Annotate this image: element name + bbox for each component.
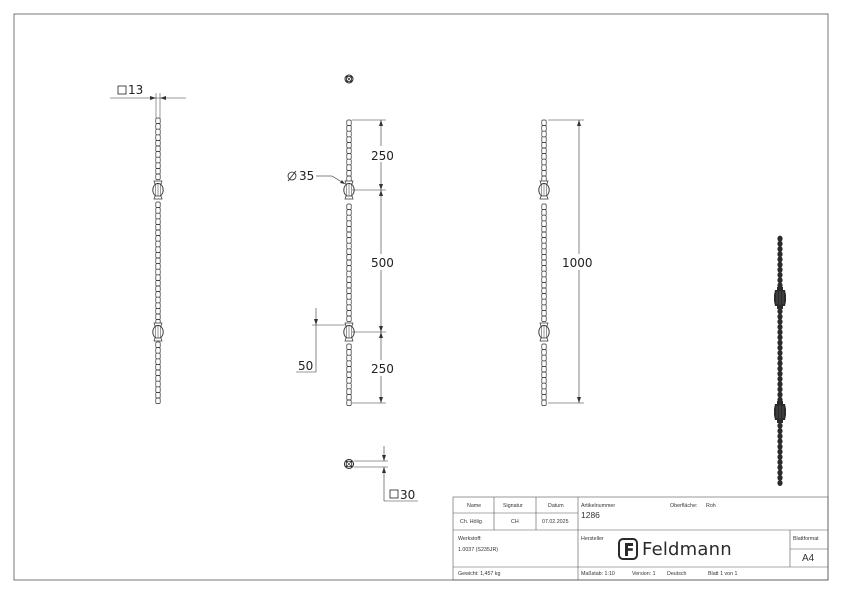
surface-value: Roh — [706, 503, 716, 509]
top-view-symbol — [344, 74, 354, 84]
signature-header: Signatur — [503, 503, 523, 509]
baluster-view-middle — [343, 119, 355, 406]
format-value: A4 — [802, 553, 815, 564]
dim-offset: 50 — [298, 359, 313, 373]
format-label: Blattformat — [793, 536, 819, 542]
dim-section-c: 250 — [371, 362, 394, 376]
version: Version: 1 — [632, 571, 656, 577]
signature-value: CH — [511, 519, 519, 525]
dimension-total-length: 1000 — [548, 119, 596, 404]
dimension-diameter: 35 — [287, 169, 346, 185]
dim-square-bottom: 30 — [400, 488, 415, 502]
surface-label: Oberfläche: — [670, 503, 698, 509]
dim-square-top: 13 — [128, 83, 143, 97]
dimension-chain-vertical: 250 500 250 — [352, 119, 397, 404]
feldmann-logo-icon — [618, 538, 638, 560]
weight: Gewicht: 1,457 kg — [458, 571, 501, 577]
scale: Maßstab: 1:10 — [581, 571, 615, 577]
baluster-view-right — [538, 119, 550, 406]
name-header: Name — [467, 503, 482, 509]
bottom-view-symbol: 30 — [344, 446, 418, 502]
baluster-3d-view — [773, 235, 787, 486]
article-value: 1286 — [581, 510, 600, 520]
dimension-square-13: 13 — [110, 83, 186, 118]
date-value: 07.02.2025 — [542, 519, 569, 525]
dimension-offset-50: 50 — [296, 308, 346, 373]
material-label: Werkstoff: — [458, 536, 482, 542]
language: Deutsch — [667, 571, 687, 577]
material-value: 1.0037 (S235JR) — [458, 547, 499, 553]
title-block-frame — [452, 496, 829, 581]
baluster-view-left — [152, 117, 164, 404]
date-header: Datum — [548, 503, 564, 509]
manufacturer-label: Hersteller — [581, 536, 604, 542]
manufacturer-name: Feldmann — [642, 538, 732, 560]
article-label: Artikelnummer — [581, 503, 616, 509]
sheet: Blatt 1 von 1 — [708, 571, 738, 577]
name-value: Ch. Hölig — [460, 519, 482, 525]
dim-section-a: 250 — [371, 149, 394, 163]
sheet-border — [13, 13, 829, 581]
feldmann-logo: Feldmann — [618, 538, 732, 560]
dim-total-length: 1000 — [562, 256, 593, 270]
dim-section-b: 500 — [371, 256, 394, 270]
dim-diameter: 35 — [299, 169, 314, 183]
